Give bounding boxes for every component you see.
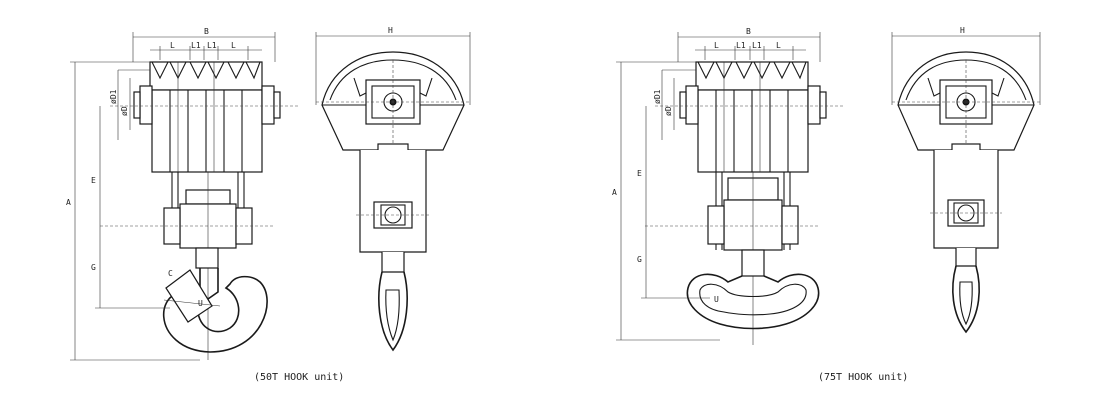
- hook-75t-side-view: H: [891, 26, 1041, 334]
- dim-label-l-50t: L: [170, 41, 175, 50]
- dim-label-lb-50t: L: [231, 41, 236, 50]
- hook-mark-c-50t: C: [168, 269, 173, 278]
- dim-label-u-75t: U: [714, 295, 719, 304]
- dim-label-u-50t: U: [198, 299, 203, 308]
- dim-label-d1-50t: øD1: [109, 89, 118, 104]
- dim-label-g-50t: G: [91, 263, 96, 272]
- dim-label-d-75t: øD: [664, 106, 673, 116]
- hook-50t-side-view: H: [315, 26, 471, 352]
- dim-label-a-50t: A: [66, 198, 71, 207]
- caption-75t: (75T HOOK unit): [818, 372, 909, 383]
- dim-label-l1-75t: L1: [736, 41, 746, 50]
- caption-50t: (50T HOOK unit): [254, 372, 345, 383]
- dim-label-a-75t: A: [612, 188, 617, 197]
- dim-label-d1-75t: øD1: [653, 89, 662, 104]
- dim-label-l1b-50t: L1: [207, 41, 217, 50]
- hook-50t-front-view: B L L1 L1 L: [66, 27, 300, 361]
- dim-label-b-50t: B: [204, 27, 209, 36]
- dim-label-l-75t: L: [714, 41, 719, 50]
- dim-label-h-50t: H: [388, 26, 393, 35]
- dim-label-d-50t: øD: [120, 106, 129, 116]
- dim-label-l1-50t: L1: [191, 41, 201, 50]
- dim-label-e-75t: E: [637, 169, 642, 178]
- dim-label-h-75t: H: [960, 26, 965, 35]
- dim-label-lb-75t: L: [776, 41, 781, 50]
- hook-75t-front-view: B L L1 L1 L: [612, 27, 845, 345]
- dim-label-e-50t: E: [91, 176, 96, 185]
- dim-label-b-75t: B: [746, 27, 751, 36]
- dim-label-l1b-75t: L1: [752, 41, 762, 50]
- dim-label-g-75t: G: [637, 255, 642, 264]
